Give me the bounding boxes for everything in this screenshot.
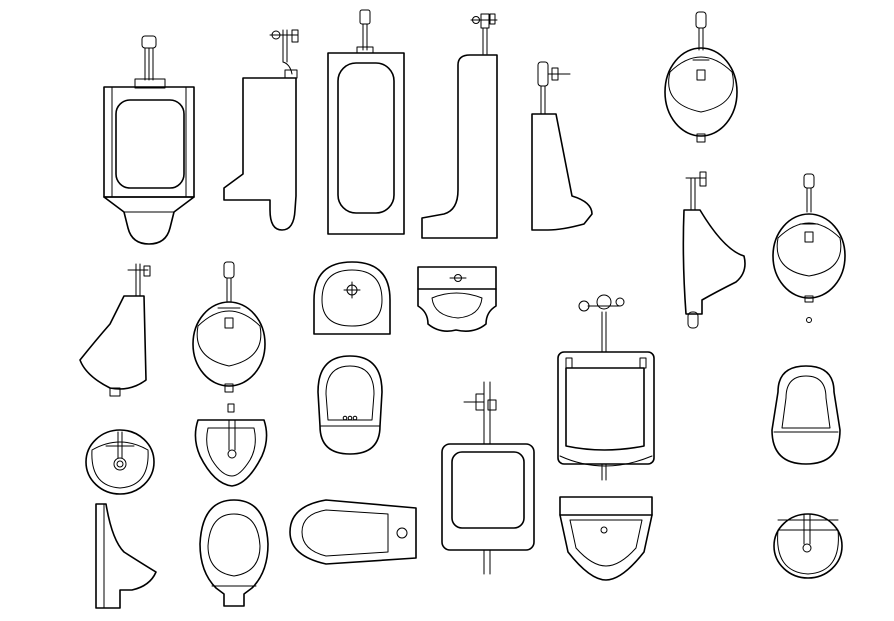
urinal-round-front-elevation [664,11,738,143]
urinal-front-elevation-bowl [317,355,383,455]
urinal-plan-round-drain [194,403,268,487]
urinal-front-elevation-large [103,35,195,245]
urinal-stall-side-elevation [421,13,498,239]
urinal-side-elevation-lip [95,503,157,609]
urinal-front-elevation-egg [199,499,269,607]
urinal-front-elevation-large-valve [557,294,655,481]
urinal-side-elevation-narrow [531,61,593,231]
urinal-front-elevation-rect [441,381,535,575]
urinal-round-front-elevation-valve [192,261,266,393]
urinal-plan-wall-hung [417,266,497,332]
urinal-side-elevation-flush-valve [223,29,299,231]
urinal-trough-plan [289,499,417,565]
urinal-stall-front-elevation [327,9,405,235]
urinal-plan-round-valve [773,513,843,579]
urinal-side-elevation-angled [79,263,151,397]
urinal-plan-round [85,429,155,495]
urinal-plan-wall-hung-large [559,496,653,581]
urinal-plan-arched [313,261,391,335]
urinal-side-elevation-curved [682,171,746,329]
urinal-round-front-elevation [772,173,846,323]
urinal-front-elevation-oval [771,365,841,465]
